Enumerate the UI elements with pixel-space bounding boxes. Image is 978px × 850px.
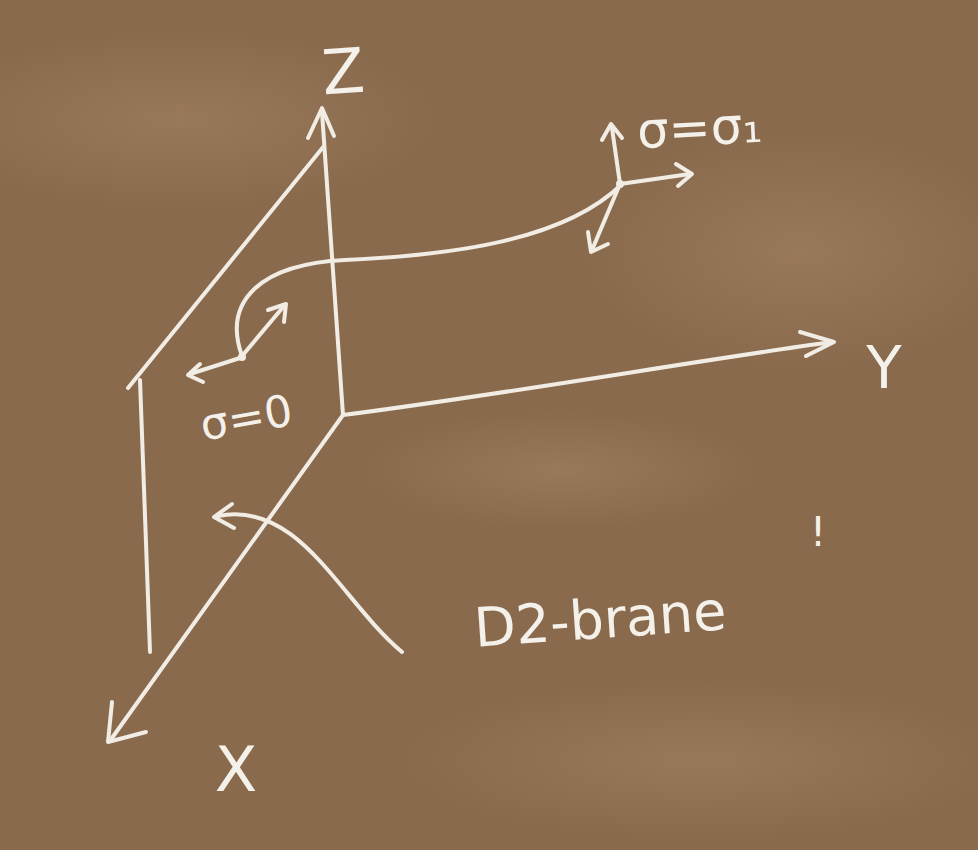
vector-head [588, 232, 608, 252]
open-string [237, 184, 622, 356]
chalk-smudge [360, 410, 760, 530]
axis-arrowhead [800, 332, 834, 356]
axis-label: X [215, 739, 257, 801]
parameter-label: σ=σ₁ [636, 100, 764, 156]
chalk-mark: ! [810, 512, 826, 552]
y-axis [343, 342, 832, 415]
brane-edge [140, 380, 150, 652]
vector-head [188, 364, 203, 382]
axis-arrowhead [108, 702, 146, 742]
chalk-smudge [400, 680, 978, 840]
axis-label: Y [866, 339, 901, 397]
axis-label: Z [320, 40, 367, 105]
axis-arrowhead [308, 108, 334, 138]
pointer-arrow [218, 514, 402, 652]
chalk-smudge [0, 30, 440, 210]
pointer-head [214, 504, 234, 528]
string-endpoint [238, 353, 246, 361]
tangent-vector [592, 184, 620, 250]
string-endpoint [616, 180, 624, 188]
chalk-smudge [580, 130, 978, 370]
tangent-vector [242, 306, 284, 356]
vector-head [268, 304, 286, 322]
vector-head [602, 124, 622, 140]
vector-head [676, 164, 692, 186]
